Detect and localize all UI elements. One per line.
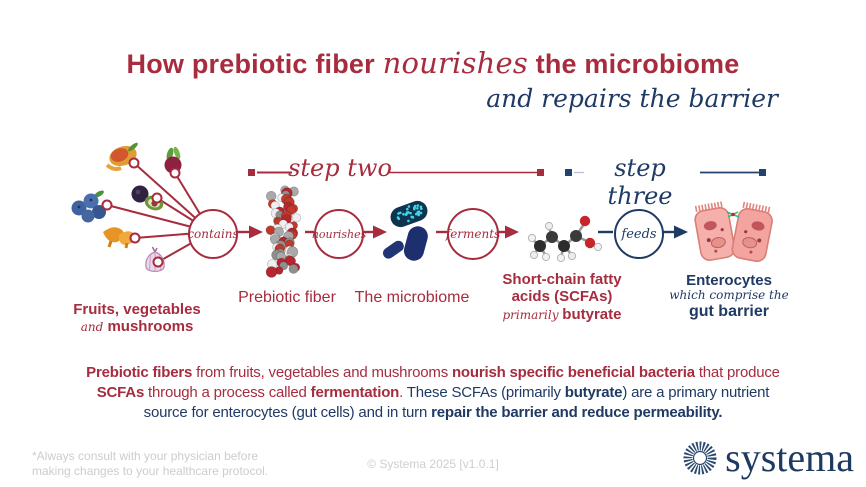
systema-logo: systema [681, 434, 854, 481]
page-subtitle: and repairs the barrier [486, 84, 778, 113]
source-label-line1: Fruits, vegetables [73, 301, 201, 318]
summary-line3: source for enterocytes (gut cells) and i… [143, 404, 723, 421]
mango-icon [105, 142, 138, 171]
scfa-label-line1: Short-chain fatty [502, 271, 622, 288]
enterocytes-label-line2: which comprise the [669, 288, 789, 303]
disclaimer-line1: *Always consult with your physician befo… [32, 449, 259, 463]
title-script-word: nourishes [382, 46, 528, 80]
chanterelle-icon [103, 227, 136, 249]
title-part2: the microbiome [527, 49, 740, 79]
scfa-molecule-icon [527, 215, 603, 263]
microbiome-label: The microbiome [354, 289, 470, 306]
plum-avocado-icon [131, 185, 164, 211]
source-label-line2: mushrooms [103, 318, 194, 336]
feeds-connector: feeds [614, 209, 664, 259]
scfa-label: Short-chain fatty acids (SCFAs) primaril… [487, 271, 637, 324]
feeds-label: feeds [621, 226, 657, 242]
scfa-label-primarily: primarily [502, 307, 563, 322]
summary-paragraph: Prebiotic fibers from fruits, vegetables… [0, 363, 866, 423]
disclaimer: *Always consult with your physician befo… [32, 449, 268, 479]
systema-logo-icon [683, 441, 717, 474]
scfa-label-butyrate: butyrate [562, 305, 622, 323]
contains-label: contains [187, 227, 239, 241]
nourishes-connector: nourishes [311, 209, 367, 259]
beet-icon [164, 146, 182, 178]
source-label: Fruits, vegetables and mushrooms [57, 301, 217, 337]
fiber-molecule-icon [265, 185, 302, 278]
contains-connector: contains [187, 209, 239, 259]
summary-line2: SCFAs through a process called fermentat… [96, 384, 770, 401]
ferments-connector: ferments [445, 208, 501, 260]
tight-junction-icon [726, 211, 740, 218]
disclaimer-line2: making changes to your healthcare protoc… [32, 464, 269, 478]
enterocytes-label: Enterocytes which comprise the gut barri… [654, 272, 804, 321]
enterocytes-icon [694, 201, 773, 263]
blueberries-icon [71, 190, 106, 223]
step-three-label: step three [607, 154, 673, 210]
step-two-label: step two [288, 154, 392, 182]
source-label-and: and [80, 320, 104, 335]
ferments-label: ferments [445, 227, 501, 241]
title-part1: How prebiotic fiber [126, 49, 383, 79]
fiber-label: Prebiotic fiber [238, 289, 336, 306]
copyright-text: © Systema 2025 [v1.0.1] [367, 457, 499, 471]
scfa-label-line2: acids (SCFAs) [511, 288, 613, 306]
page-title: How prebiotic fiber nourishes the microb… [0, 46, 866, 80]
summary-line1: Prebiotic fibers from fruits, vegetables… [86, 364, 780, 381]
nourishes-label: nourishes [311, 227, 367, 241]
bacteria-icon [382, 200, 428, 261]
systema-logo-text: systema [725, 435, 854, 480]
enterocytes-label-line1: Enterocytes [686, 272, 772, 289]
garlic-icon [145, 246, 165, 273]
connection-rings [101, 157, 181, 268]
enterocytes-label-line3: gut barrier [688, 303, 769, 321]
